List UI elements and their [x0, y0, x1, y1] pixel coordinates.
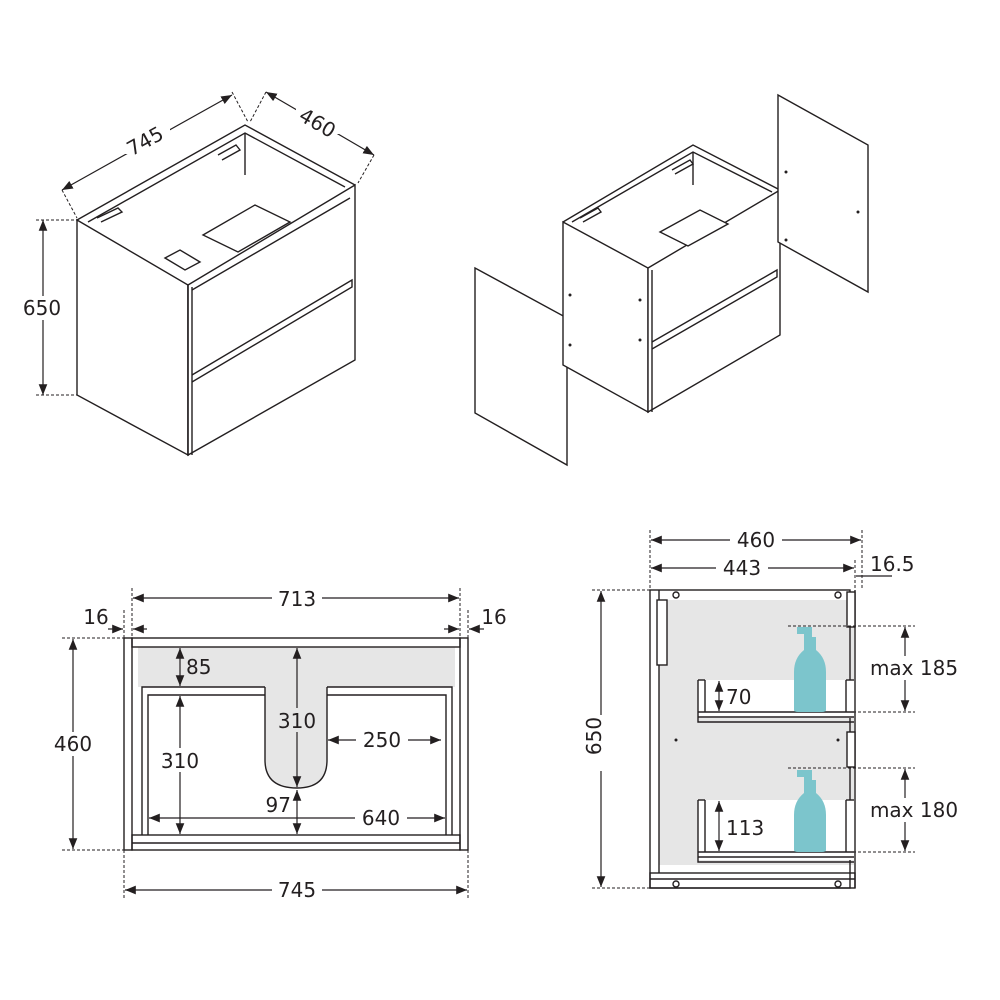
- plan-cutout-back-label: 97: [266, 793, 291, 817]
- plan-inner-width-label: 713: [278, 587, 316, 611]
- soap-bottle-icon-top: [794, 627, 826, 712]
- bottom-drawer-clearance-label: max 180: [870, 798, 958, 822]
- iso-height-label: 650: [23, 296, 61, 320]
- plan-dimensions: 713 16 16 460 85 310 310 97 250 640 745: [50, 586, 507, 902]
- section-inner-depth-label: 443: [723, 556, 761, 580]
- bottom-drawer: [697, 799, 854, 863]
- top-drawer: [697, 679, 854, 723]
- iso-cabinet-exploded: [474, 93, 869, 467]
- section-dimensions: 460 443 16.5 650 max 185 70 max 180 113: [582, 528, 960, 889]
- plan-depth-label: 460: [54, 732, 92, 756]
- iso-cabinet-assembled: [76, 124, 356, 457]
- plan-right-panel-label: 16: [481, 605, 506, 629]
- plan-overall-width-label: 745: [278, 878, 316, 902]
- iso-width-label: 745: [122, 121, 167, 161]
- plan-drawer-width-label: 640: [362, 806, 400, 830]
- loose-side-panel-left: [474, 266, 568, 467]
- cabinet-body-front: [647, 188, 781, 414]
- section-front-thickness-label: 16.5: [870, 552, 915, 576]
- soap-bottle-icon-bottom: [794, 770, 826, 852]
- plan-cutout-front-label: 85: [186, 655, 211, 679]
- cabinet-body-side: [562, 220, 649, 414]
- top-drawer-clearance-label: max 185: [870, 656, 958, 680]
- loose-side-panel-right: [777, 93, 869, 294]
- drawer-divider: [191, 278, 353, 383]
- plan-cutout-depth-label: 310: [278, 709, 316, 733]
- section-view: [649, 589, 856, 889]
- bottom-drawer-side-label: 113: [726, 816, 764, 840]
- plan-drawer-depth-label: 310: [161, 749, 199, 773]
- section-height-label: 650: [582, 717, 606, 755]
- plan-cutout-side-label: 250: [363, 728, 401, 752]
- iso-dimensions: 745 460 650: [20, 91, 375, 396]
- plan-left-panel-label: 16: [83, 605, 108, 629]
- top-drawer-side-label: 70: [726, 685, 751, 709]
- cabinet-back-rail: [201, 204, 292, 253]
- section-overall-depth-label: 460: [737, 528, 775, 552]
